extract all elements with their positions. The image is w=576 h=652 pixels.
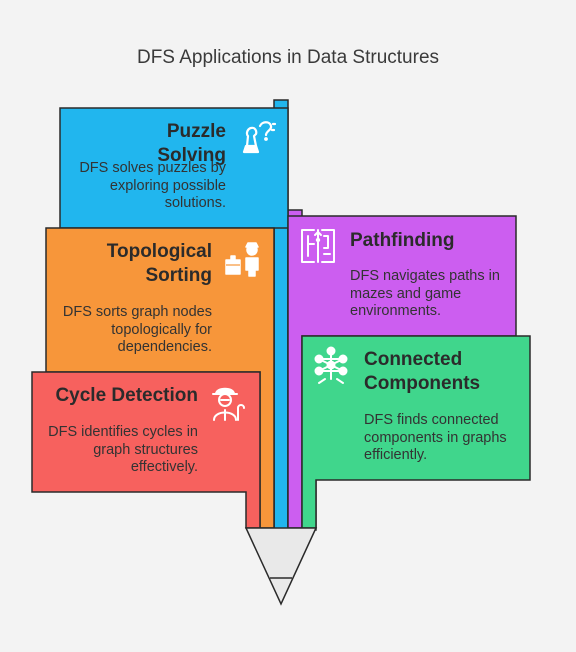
card-description: DFS sorts graph nodes topologically for … — [62, 304, 212, 355]
card-heading: Cycle Detection — [55, 385, 198, 406]
card-heading: Connected Components — [364, 349, 481, 394]
card-description: DFS navigates paths in mazes and game en… — [350, 268, 500, 319]
explorer-icon — [212, 387, 245, 421]
card-heading: Topological Sorting — [106, 241, 212, 286]
worker-boxes-icon — [225, 242, 259, 277]
diagram-title: DFS Applications in Data Structures — [136, 47, 440, 68]
atomium-icon — [314, 346, 348, 384]
card-description: DFS identifies cycles in graph structure… — [48, 424, 198, 475]
card-heading: Pathfinding — [350, 230, 455, 251]
card-heading: Puzzle Solving — [157, 121, 226, 166]
card-description: DFS finds connected components in graphs… — [364, 412, 507, 463]
pencil-tip — [244, 527, 318, 606]
puzzle-chess-icon — [242, 121, 277, 154]
card-description: DFS solves puzzles by exploring possible… — [79, 160, 226, 211]
maze-icon — [301, 229, 335, 263]
